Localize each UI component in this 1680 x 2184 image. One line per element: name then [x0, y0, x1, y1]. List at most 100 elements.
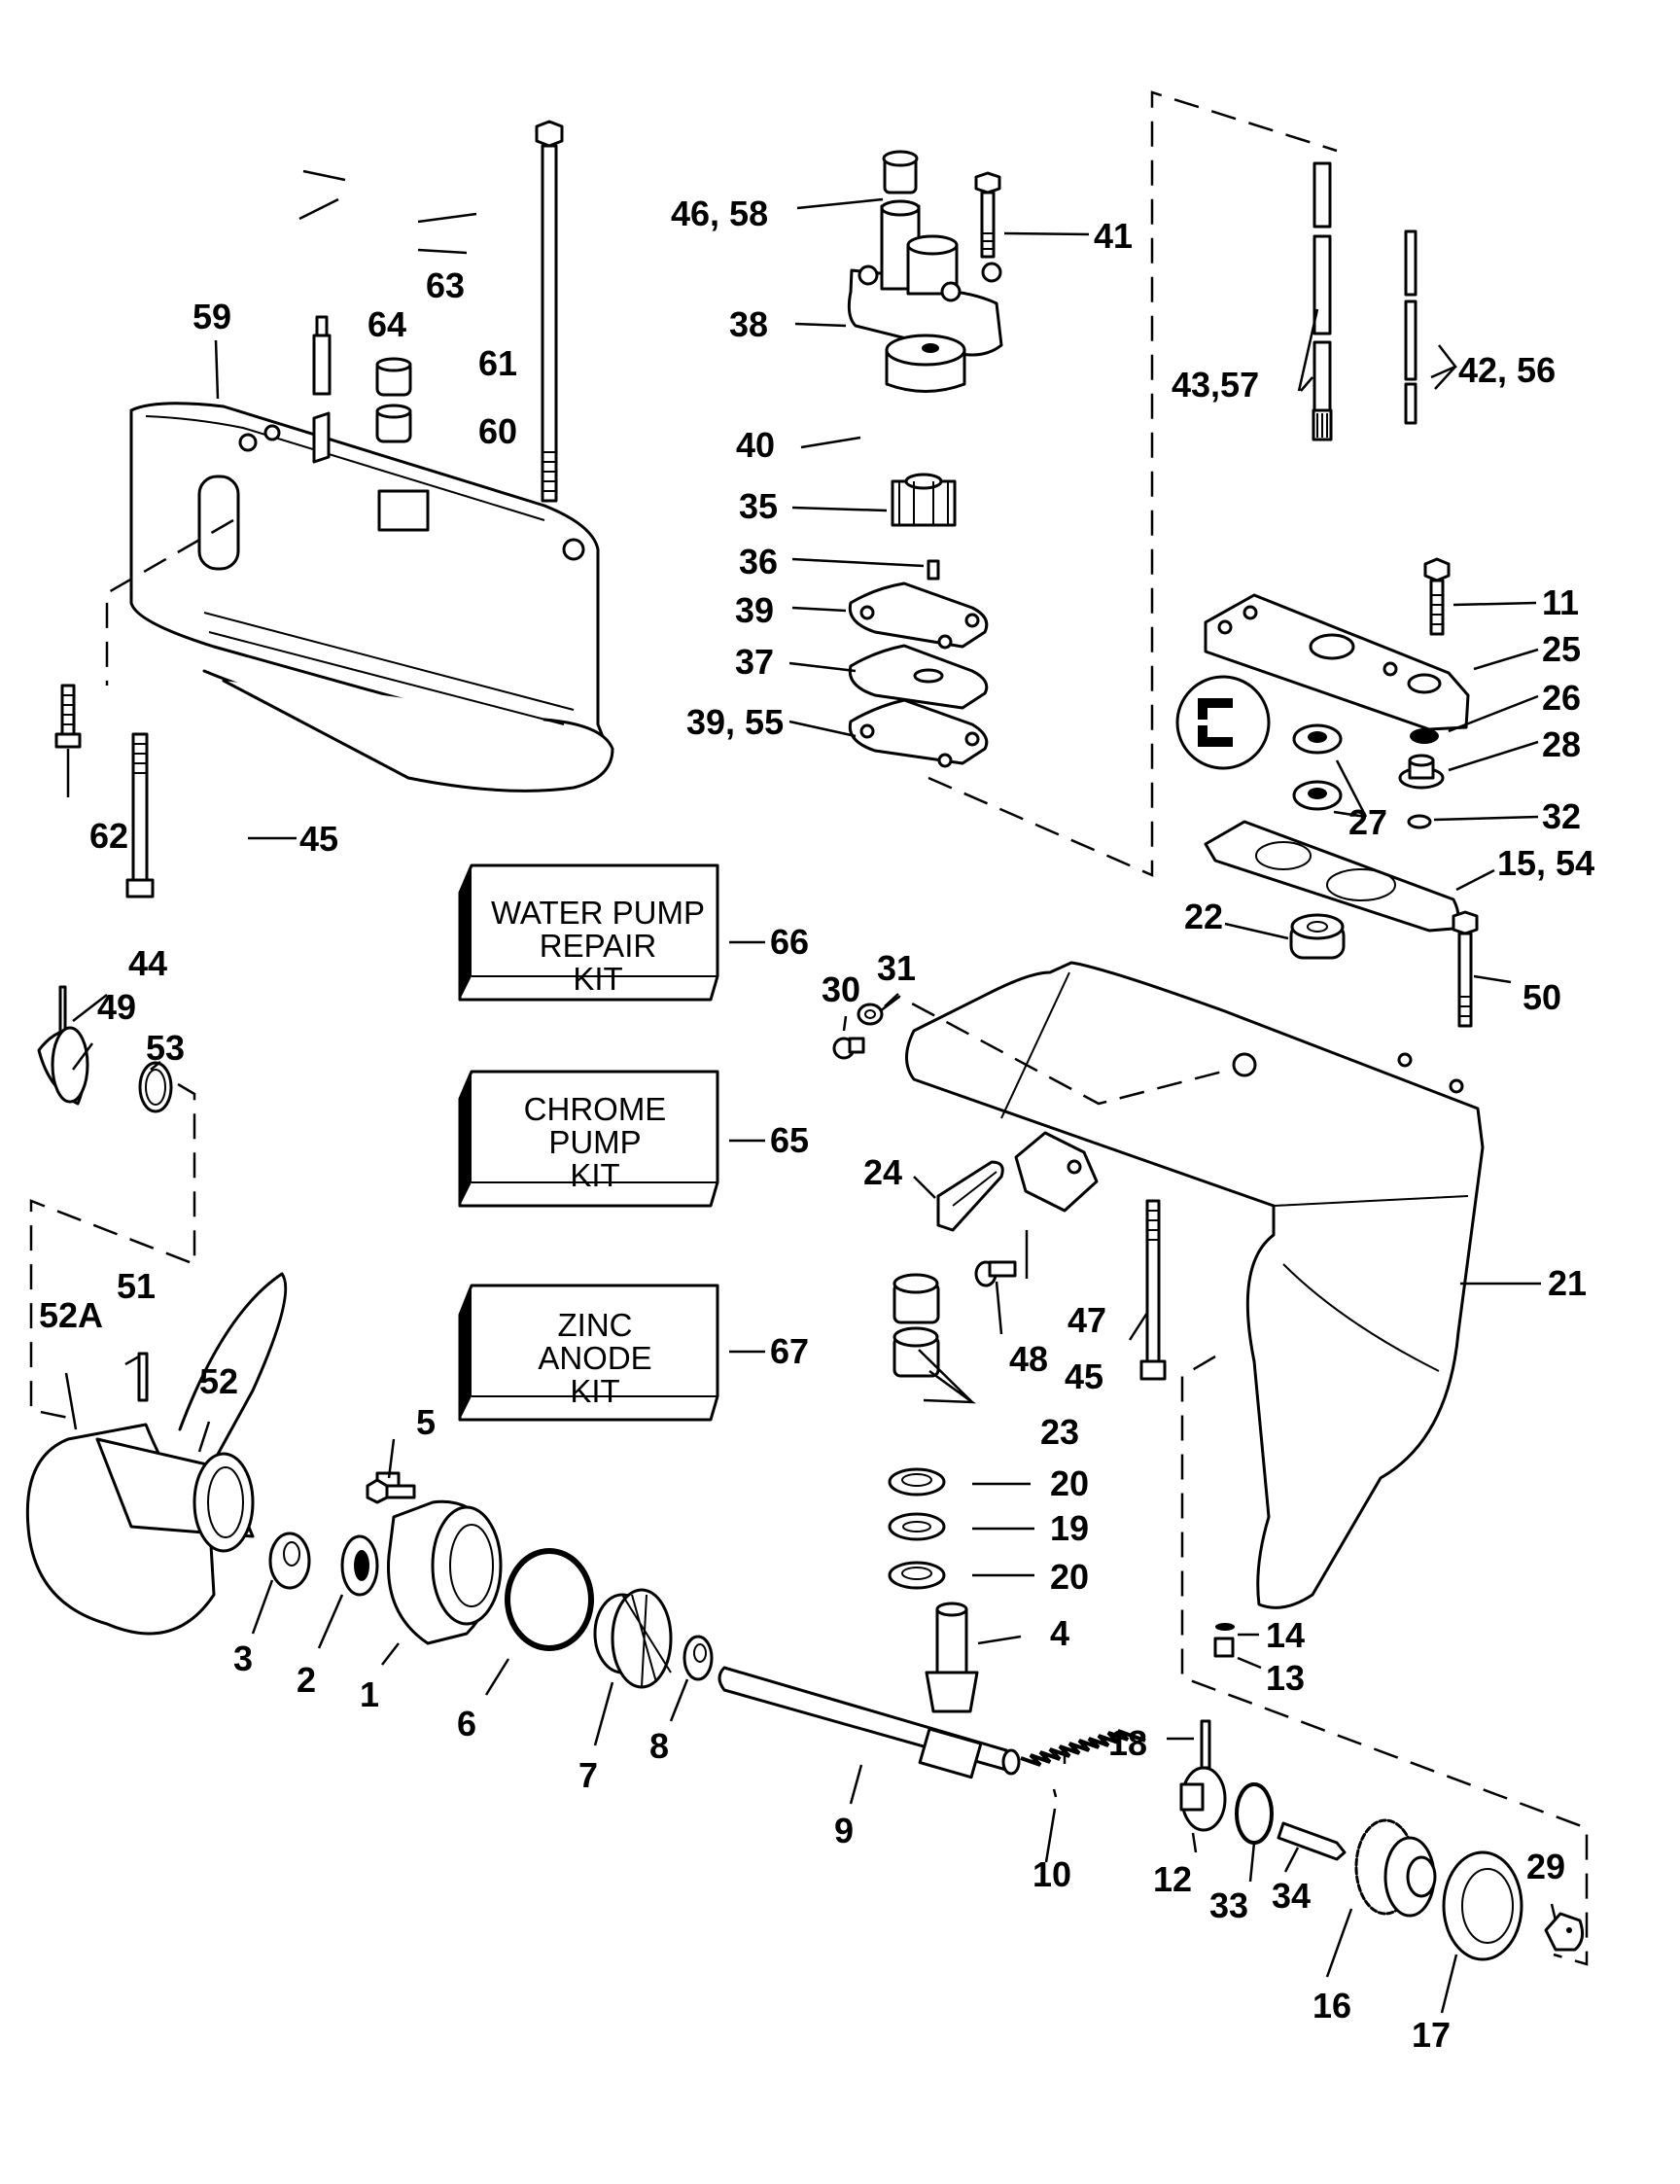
pump-housing-38[interactable]: [847, 199, 1003, 357]
callout-50: 50: [1522, 977, 1561, 1017]
gasket-15-54[interactable]: [1204, 820, 1460, 933]
bearing-housing-1[interactable]: [375, 1471, 503, 1645]
callout-41: 41: [1094, 216, 1133, 256]
callout-20-upper: 20: [1050, 1463, 1089, 1503]
propeller-shaft-9[interactable]: [718, 1666, 1021, 1779]
bearing-23-upper[interactable]: [892, 1273, 940, 1324]
pin-18[interactable]: [1200, 1719, 1211, 1770]
clutch-dog-12[interactable]: [1179, 1766, 1227, 1832]
clip-32[interactable]: [1407, 814, 1432, 829]
bearing-17[interactable]: [1442, 1850, 1523, 1961]
dash-prop-frame: [29, 1082, 196, 1422]
callout-37: 37: [735, 642, 774, 682]
forward-gear-16[interactable]: [1354, 1818, 1437, 1918]
callout-9: 9: [834, 1811, 854, 1850]
callout-48: 48: [1009, 1339, 1048, 1379]
trim-tab-47[interactable]: [1014, 1131, 1099, 1213]
callout-7: 7: [578, 1755, 598, 1795]
bearing-23-lower[interactable]: [892, 1326, 940, 1378]
plate-37[interactable]: [848, 644, 989, 710]
callout-43-57: 43,57: [1172, 365, 1259, 405]
bolt-50[interactable]: [1452, 910, 1479, 1028]
kit-label-line-2: ANODE: [538, 1340, 651, 1376]
washer-26[interactable]: [1410, 728, 1439, 744]
prop-nut-49[interactable]: [37, 1026, 89, 1106]
screw-48[interactable]: [974, 1260, 1017, 1287]
callout-34: 34: [1272, 1876, 1311, 1916]
thrust-washer-20-upper[interactable]: [888, 1467, 946, 1497]
seal-detail-27[interactable]: [1175, 675, 1343, 811]
bolt-63[interactable]: [535, 120, 564, 503]
retainer-spring-33[interactable]: [1235, 1782, 1274, 1845]
kit-label-line-2: PUMP: [548, 1124, 641, 1160]
kit-box-chrome-pump[interactable]: CHROME PUMP KIT: [458, 1070, 719, 1208]
callout-60: 60: [478, 411, 517, 451]
seal-2[interactable]: [340, 1534, 379, 1597]
callout-23: 23: [1040, 1412, 1079, 1452]
gearcase-21[interactable]: [905, 961, 1485, 1609]
kit-label-line-1: ZINC: [558, 1307, 633, 1343]
grommet-46-58[interactable]: [882, 150, 919, 194]
thrust-washer-20-lower[interactable]: [888, 1561, 946, 1590]
grommet-60[interactable]: [375, 404, 412, 443]
callout-32: 32: [1542, 796, 1581, 836]
callout-52: 52: [199, 1361, 238, 1401]
impeller-housing-40[interactable]: [885, 334, 966, 393]
gasket-39[interactable]: [848, 581, 989, 650]
propeller-52[interactable]: [25, 1272, 288, 1636]
screw-30[interactable]: [832, 1037, 865, 1060]
pinion-gear-4[interactable]: [925, 1602, 979, 1713]
shift-cradle-29[interactable]: [1544, 1912, 1585, 1952]
bearing-22[interactable]: [1289, 913, 1346, 960]
kit-label-line-3: KIT: [570, 1157, 619, 1193]
kit-box-water-pump[interactable]: WATER PUMP REPAIR KIT: [458, 863, 719, 1002]
callout-8: 8: [649, 1726, 669, 1766]
callout-36: 36: [739, 542, 778, 581]
anode-24[interactable]: [936, 1160, 1004, 1232]
callout-59: 59: [192, 297, 231, 336]
screw-41[interactable]: [974, 171, 1001, 259]
callout-45-upper: 45: [299, 819, 338, 859]
key-36[interactable]: [927, 559, 940, 581]
driveshaft-43-57[interactable]: [1312, 161, 1333, 441]
callout-30: 30: [822, 969, 860, 1009]
screw-5[interactable]: [366, 1478, 416, 1504]
kit-label-line-1: CHROME: [524, 1091, 667, 1127]
thrust-washer-8[interactable]: [682, 1635, 714, 1681]
callout-39-55: 39, 55: [686, 702, 784, 742]
thrust-bearing-19[interactable]: [888, 1512, 946, 1541]
impeller-35[interactable]: [891, 473, 957, 527]
retainer-plate-25[interactable]: [1204, 593, 1470, 731]
grommet-61[interactable]: [375, 357, 412, 397]
callout-labels: 59 64 61 60 63 62 45 46, 58 41 38 40 35 …: [39, 194, 1594, 2055]
callout-6: 6: [457, 1704, 476, 1744]
washer-31[interactable]: [857, 1003, 884, 1026]
screw-62[interactable]: [54, 684, 82, 749]
spring-10[interactable]: [1020, 1729, 1146, 1767]
cradle-pin-34[interactable]: [1277, 1821, 1347, 1861]
kit-label-line-3: KIT: [570, 1373, 619, 1409]
stud-45-lower[interactable]: [1139, 1199, 1167, 1381]
shift-rod-42-56[interactable]: [1404, 229, 1418, 425]
gasket-14[interactable]: [1215, 1623, 1235, 1631]
kit-box-zinc-anode[interactable]: ZINC ANODE KIT: [458, 1284, 719, 1422]
drain-screw-13[interactable]: [1213, 1637, 1235, 1658]
callout-20-lower: 20: [1050, 1557, 1089, 1597]
o-ring-6[interactable]: [505, 1548, 594, 1651]
screw-11[interactable]: [1423, 557, 1451, 636]
tube-64[interactable]: [312, 315, 332, 464]
gasket-39-55[interactable]: [848, 698, 989, 768]
thrust-washer-3[interactable]: [268, 1532, 311, 1590]
washer-53[interactable]: [138, 1061, 173, 1113]
reverse-gear-7[interactable]: [593, 1588, 673, 1689]
stud-45-upper[interactable]: [125, 732, 155, 898]
callout-46-58: 46, 58: [671, 194, 768, 233]
pin-51[interactable]: [137, 1352, 149, 1402]
callout-27: 27: [1348, 802, 1387, 842]
bushing-28[interactable]: [1398, 754, 1445, 790]
callout-19: 19: [1050, 1508, 1089, 1548]
callout-26: 26: [1542, 678, 1581, 718]
callout-53: 53: [146, 1028, 185, 1068]
dash-59-62: [105, 518, 234, 686]
exhaust-housing-59[interactable]: [129, 402, 614, 793]
